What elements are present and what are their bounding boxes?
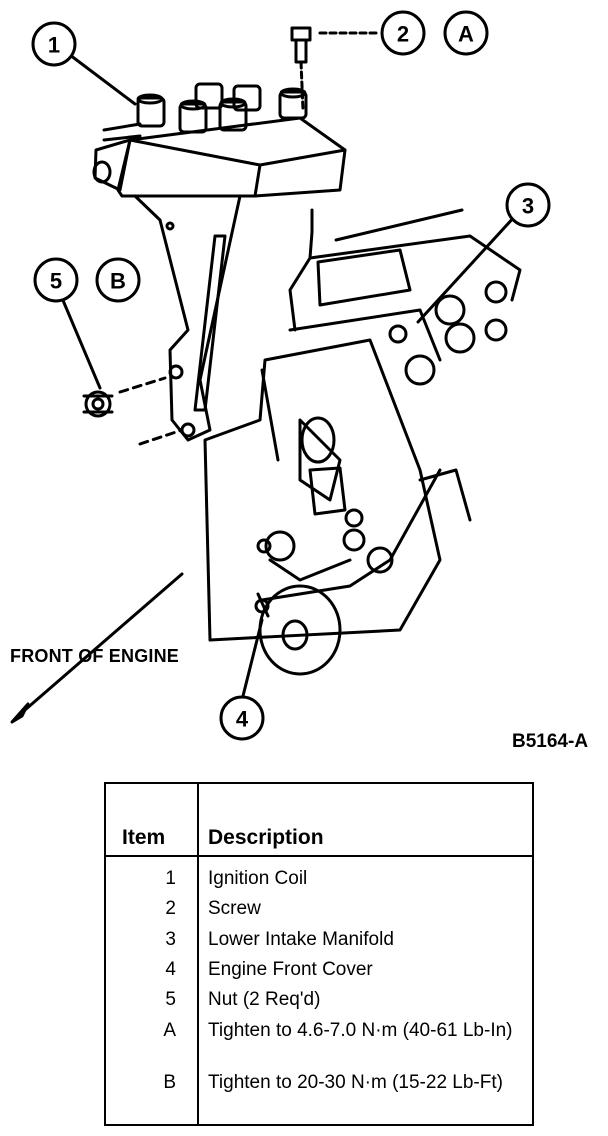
legend-header-divider — [106, 855, 532, 857]
callout-A — [443, 10, 489, 56]
callout-A-label: A — [458, 22, 474, 47]
legend-row-description: Lower Intake Manifold — [208, 929, 394, 950]
legend-row-description: Nut (2 Req'd) — [208, 989, 321, 1010]
callout-3 — [505, 182, 551, 228]
callout-5 — [33, 257, 79, 303]
legend-row-description: Tighten to 4.6-7.0 N·m (40-61 Lb-In) — [208, 1020, 513, 1041]
legend-row-description: Ignition Coil — [208, 868, 308, 889]
figure-id: B5164-A — [512, 731, 589, 752]
engine-diagram: 1 2 A 3 5 B 4 — [10, 10, 551, 741]
callout-B — [95, 257, 141, 303]
legend-header-item: Item — [122, 826, 166, 849]
legend-row-description: Screw — [208, 898, 261, 919]
legend-row-item: 5 — [165, 989, 176, 1010]
callout-B-label: B — [110, 269, 126, 294]
callout-3-label: 3 — [522, 194, 534, 219]
legend-row-item: 1 — [165, 868, 176, 889]
intake-manifold-drawing — [288, 208, 522, 386]
callout-5-label: 5 — [50, 269, 62, 294]
front-cover-drawing — [203, 338, 472, 676]
front-of-engine-label: FRONT OF ENGINE — [10, 646, 179, 666]
legend-row-description: Tighten to 20-30 N·m (15-22 Lb-Ft) — [208, 1072, 503, 1093]
legend-row-item: A — [163, 1020, 176, 1041]
legend-row-item: 3 — [165, 929, 176, 950]
front-arrow-line — [16, 572, 184, 718]
legend-row-item: 4 — [165, 959, 176, 980]
callout-2 — [380, 10, 426, 56]
nut-drawing — [82, 376, 184, 446]
callout-1-label: 1 — [48, 33, 60, 58]
legend-row-description: Engine Front Cover — [208, 959, 373, 980]
legend-column-separator — [197, 784, 199, 1124]
callout-4 — [219, 695, 265, 741]
legend-row-item: 2 — [165, 898, 176, 919]
callout-2-label: 2 — [397, 22, 409, 47]
coil-bracket-drawing — [133, 194, 242, 442]
legend-table: Item Description 1 Ignition Coil 2 Screw… — [104, 782, 534, 1126]
front-arrow-head — [10, 702, 30, 724]
legend-header-description: Description — [208, 826, 324, 849]
callout-4-label: 4 — [236, 707, 249, 732]
legend-row-item: B — [163, 1072, 176, 1093]
screw-drawing — [290, 26, 380, 112]
ignition-coil-drawing — [92, 82, 347, 198]
callout-1 — [31, 21, 77, 67]
